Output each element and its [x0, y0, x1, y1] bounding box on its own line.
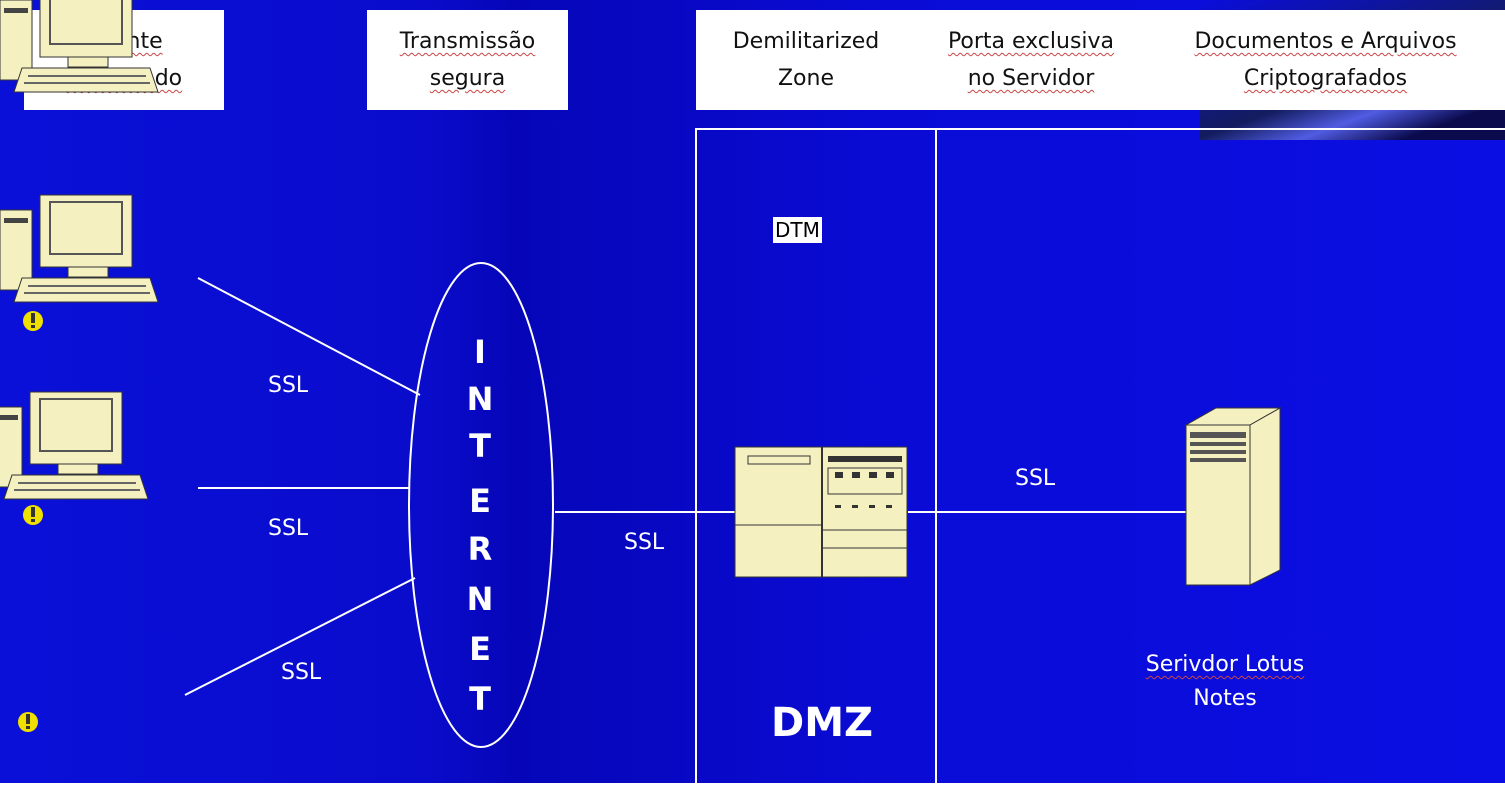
dtm-label: DTM	[773, 217, 822, 243]
header-demilitarized-zone: Demilitarized Zone	[696, 10, 916, 110]
client-computer-2	[0, 194, 159, 303]
warning-icon-1	[23, 311, 43, 331]
ssl-label-client3: SSL	[281, 660, 322, 685]
internet-letter-8: T	[469, 680, 491, 718]
internet-cloud	[408, 262, 554, 748]
ssl-label-dmz-server: SSL	[1015, 466, 1056, 491]
warning-icon-3	[18, 712, 38, 732]
ssl-label-client2: SSL	[268, 516, 309, 541]
header-transmissao-line2: segura	[429, 66, 506, 91]
header-porta-line1: Porta exclusiva	[947, 29, 1115, 54]
dmz-zone-border	[695, 128, 937, 790]
server-zone-border	[933, 128, 1505, 790]
header-documentos-criptografados: Documentos e Arquivos Criptografados	[1146, 10, 1505, 110]
header-porta-exclusiva: Porta exclusiva no Servidor	[916, 10, 1146, 110]
server-label-line2: Notes	[1193, 686, 1257, 711]
header-transmissao-segura: Transmissão segura	[367, 10, 568, 110]
ssl-label-internet-dmz: SSL	[624, 530, 665, 555]
header-dmz-line2: Zone	[777, 66, 834, 91]
header-dmz-line1: Demilitarized	[732, 29, 880, 54]
server-label: Serivdor Lotus Notes	[1110, 648, 1340, 716]
client-computer-3	[0, 391, 149, 500]
header-porta-line2: no Servidor	[967, 66, 1095, 91]
header-documentos-line2: Criptografados	[1243, 66, 1408, 91]
internet-letter-5: R	[467, 530, 493, 568]
dmz-label: DMZ	[771, 700, 874, 746]
warning-icon-2	[23, 505, 43, 525]
internet-letter-4: E	[469, 482, 491, 520]
internet-letter-1: I	[474, 333, 486, 371]
link-client1-internet	[197, 277, 421, 396]
internet-letter-6: N	[466, 580, 494, 618]
internet-letter-3: T	[469, 427, 491, 465]
internet-letter-7: E	[469, 630, 491, 668]
client-computer-icon	[0, 0, 159, 93]
lotus-notes-server-icon	[1184, 407, 1282, 586]
dtm-server-icon	[734, 446, 908, 578]
link-client3-internet	[184, 577, 416, 696]
header-documentos-line1: Documentos e Arquivos	[1194, 29, 1457, 54]
server-label-line1: Serivdor Lotus	[1145, 652, 1305, 677]
header-transmissao-line1: Transmissão	[399, 29, 536, 54]
ssl-label-client1: SSL	[268, 373, 309, 398]
internet-letter-2: N	[466, 380, 494, 418]
